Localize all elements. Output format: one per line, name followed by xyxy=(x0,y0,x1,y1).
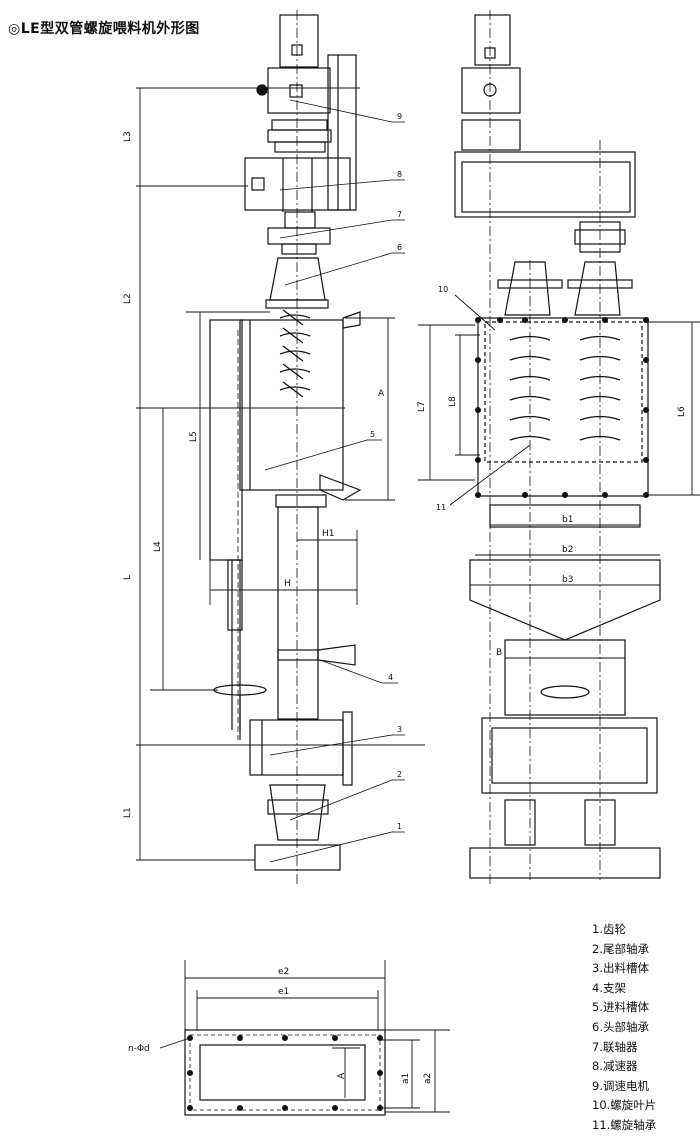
dim-b1: b1 xyxy=(562,515,573,525)
dim-L7: L7 xyxy=(417,401,427,412)
dim-nd: n-Φd xyxy=(128,1044,150,1054)
callout-2: 2 xyxy=(397,770,402,779)
dim-B: B xyxy=(496,648,502,658)
legend-item: 11.螺旋轴承 xyxy=(592,1117,657,1132)
dim-L2: L2 xyxy=(123,293,133,304)
legend-item: 3.出料槽体 xyxy=(592,961,649,976)
callout-9: 9 xyxy=(397,112,402,121)
callout-5: 5 xyxy=(370,430,375,439)
legend-item: 4.支架 xyxy=(592,980,626,995)
dim-L3: L3 xyxy=(123,131,133,142)
dim-H1: H1 xyxy=(322,529,335,539)
callout-numbers: 9 8 7 6 5 4 3 2 1 10 11 xyxy=(370,112,448,831)
dim-a1: a1 xyxy=(401,1073,411,1084)
legend-item: 9.调速电机 xyxy=(592,1078,649,1093)
dim-b3: b3 xyxy=(562,575,573,585)
dim-e2: e2 xyxy=(278,967,289,977)
drawing-title: ◎LE型双管螺旋喂料机外形图 xyxy=(8,21,200,37)
front-view xyxy=(418,10,700,885)
dim-a2: a2 xyxy=(423,1073,433,1084)
parts-legend: 1.齿轮 2.尾部轴承 3.出料槽体 4.支架 5.进料槽体 6.头部轴承 7.… xyxy=(592,920,656,1136)
callout-7: 7 xyxy=(397,210,402,219)
dimension-labels: L3 L2 L L1 L5 L4 A H1 H L7 L8 L6 b1 b2 b… xyxy=(123,131,687,1084)
legend-item: 7.联轴器 xyxy=(592,1039,638,1054)
dim-A: A xyxy=(378,389,385,399)
callout-10: 10 xyxy=(438,285,448,294)
side-view xyxy=(136,10,425,885)
dim-e1: e1 xyxy=(278,987,289,997)
callout-1: 1 xyxy=(397,822,402,831)
legend-item: 6.头部轴承 xyxy=(592,1019,649,1034)
legend-item: 1.齿轮 xyxy=(592,922,626,936)
legend-item: 10.螺旋叶片 xyxy=(592,1098,657,1113)
legend-item: 2.尾部轴承 xyxy=(592,941,649,956)
legend-item: 8.减速器 xyxy=(592,1059,638,1074)
callout-3: 3 xyxy=(397,725,402,734)
callout-11: 11 xyxy=(436,503,446,512)
dim-L5: L5 xyxy=(189,431,199,442)
dim-L: L xyxy=(123,575,133,580)
dim-b2: b2 xyxy=(562,545,573,555)
dim-H: H xyxy=(284,579,291,589)
callout-4: 4 xyxy=(388,673,393,682)
dim-L1: L1 xyxy=(123,807,133,818)
dim-L6: L6 xyxy=(677,406,687,417)
dim-a: A xyxy=(337,1072,347,1079)
legend-item: 5.进料槽体 xyxy=(592,1000,649,1015)
callout-6: 6 xyxy=(397,243,402,252)
inlet-plan xyxy=(159,960,450,1116)
dim-L8: L8 xyxy=(448,396,458,407)
dim-L4: L4 xyxy=(153,541,163,552)
callout-8: 8 xyxy=(397,170,402,179)
